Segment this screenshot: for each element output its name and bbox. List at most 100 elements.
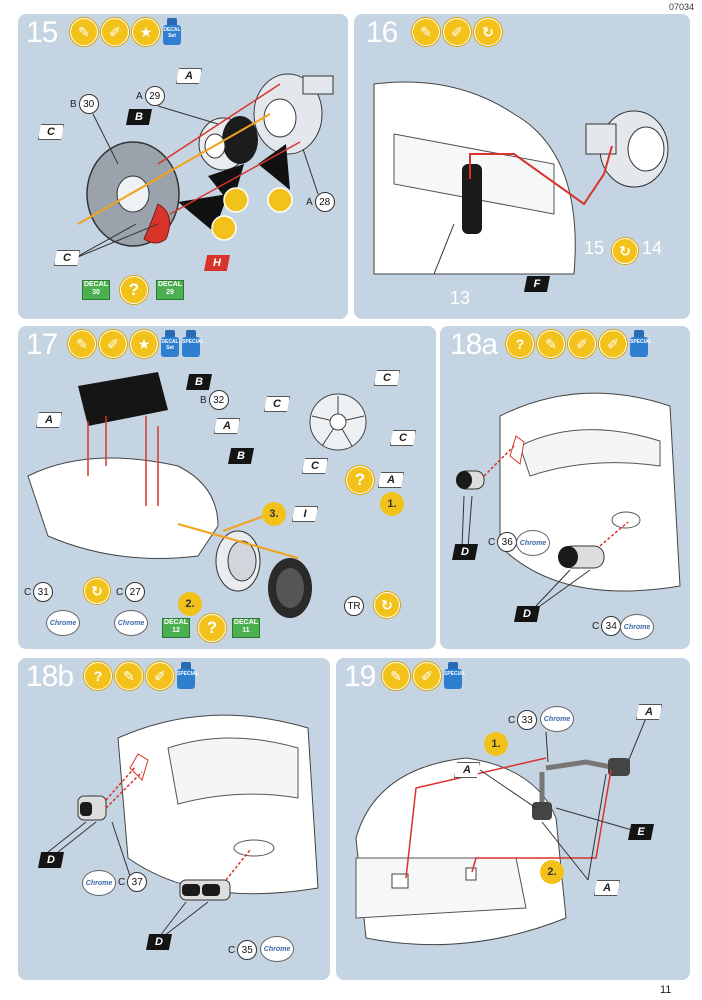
paint-brush-icon: ✐: [599, 330, 627, 358]
step-number: 15: [26, 16, 58, 49]
flag-C: C: [390, 430, 416, 446]
step-number: 16: [366, 16, 398, 49]
question-icon: ?: [506, 330, 534, 358]
flag-D: D: [38, 852, 64, 868]
sequence-1: 1.: [484, 732, 508, 756]
kit-code: 07034: [669, 2, 695, 12]
rotate-icon: ↻: [374, 592, 400, 618]
step-number: 19: [344, 660, 376, 693]
step-17-drawing: [27, 372, 367, 618]
glue-icon: ✎: [70, 18, 98, 46]
flag-C: C: [54, 250, 80, 266]
flag-A: A: [36, 412, 62, 428]
step-number: 18b: [26, 660, 74, 693]
paint-brush-icon: ✐: [443, 18, 471, 46]
special-bottle-icon: SPECIAL: [444, 662, 466, 689]
paint-brush-icon: ✐: [101, 18, 129, 46]
flag-D: D: [452, 544, 478, 560]
flag-I: I: [292, 506, 318, 522]
question-icon: ?: [120, 276, 148, 304]
flag-C: C: [264, 396, 290, 412]
flag-C: C: [374, 370, 400, 386]
part-TR: TR: [344, 596, 364, 616]
sequence-1: 1.: [380, 492, 404, 516]
step-16-panel: 16 ✎ ✐ ↻ F 13 15 ↻ 14: [354, 14, 690, 319]
step-19-icons: ✎ ✐ SPECIAL: [382, 662, 466, 690]
flag-B: B: [126, 109, 152, 125]
flag-B: B: [186, 374, 212, 390]
special-bottle-icon: SPECIAL: [182, 330, 204, 357]
sequence-3: 3.: [262, 502, 286, 526]
flag-A: A: [454, 762, 480, 778]
question-icon: ?: [346, 466, 374, 494]
flag-F: F: [524, 276, 550, 292]
sequence-2: 2.: [178, 592, 202, 616]
step-18a-drawing: [456, 392, 681, 607]
chrome-paint-icon: Chrome: [46, 610, 80, 636]
glue-icon: ✎: [115, 662, 143, 690]
chrome-paint-icon: Chrome: [540, 706, 574, 732]
sequence-2: 2.: [540, 860, 564, 884]
ref-14: 14: [642, 238, 663, 258]
rotate-icon: ↻: [612, 238, 638, 264]
special-bottle-icon: SPECIAL: [177, 662, 199, 689]
flag-A: A: [594, 880, 620, 896]
glue-icon: ✎: [537, 330, 565, 358]
rotate-icon: ↻: [474, 18, 502, 46]
flag-C: C: [38, 124, 64, 140]
glue-icon: ✎: [412, 18, 440, 46]
chrome-paint-icon: Chrome: [620, 614, 654, 640]
flag-D: D: [514, 606, 540, 622]
step-18b-icons: ? ✎ ✐ SPECIAL: [84, 662, 199, 690]
step-15-drawing: [72, 73, 334, 260]
chrome-paint-icon: Chrome: [260, 936, 294, 962]
glue-icon: ✎: [382, 662, 410, 690]
step-number: 17: [26, 328, 58, 361]
chrome-paint-icon: Chrome: [82, 870, 116, 896]
ref-15: 15: [584, 238, 605, 258]
chrome-paint-icon: Chrome: [114, 610, 148, 636]
flag-B: B: [228, 448, 254, 464]
question-icon: ?: [84, 662, 112, 690]
ref-13: 13: [450, 288, 471, 308]
flag-A: A: [214, 418, 240, 434]
decal-sheet-icon: ★: [132, 18, 160, 46]
flag-A: A: [378, 472, 404, 488]
flag-C: C: [302, 458, 328, 474]
decal-sheet-icon: ★: [130, 330, 158, 358]
paint-brush-icon: ✐: [568, 330, 596, 358]
chrome-paint-icon: Chrome: [516, 530, 550, 556]
flag-A: A: [636, 704, 662, 720]
step-16-drawing: [373, 81, 669, 275]
step-18b-drawing: [47, 714, 319, 937]
flag-D: D: [146, 934, 172, 950]
question-icon: ?: [198, 614, 226, 642]
paint-brush-icon: ✐: [99, 330, 127, 358]
flag-H: H: [204, 255, 230, 271]
step-19-drawing: [355, 717, 647, 946]
rotate-icon: ↻: [84, 578, 110, 604]
page-number: 11: [660, 984, 672, 996]
special-bottle-icon: SPECIAL: [630, 330, 652, 357]
